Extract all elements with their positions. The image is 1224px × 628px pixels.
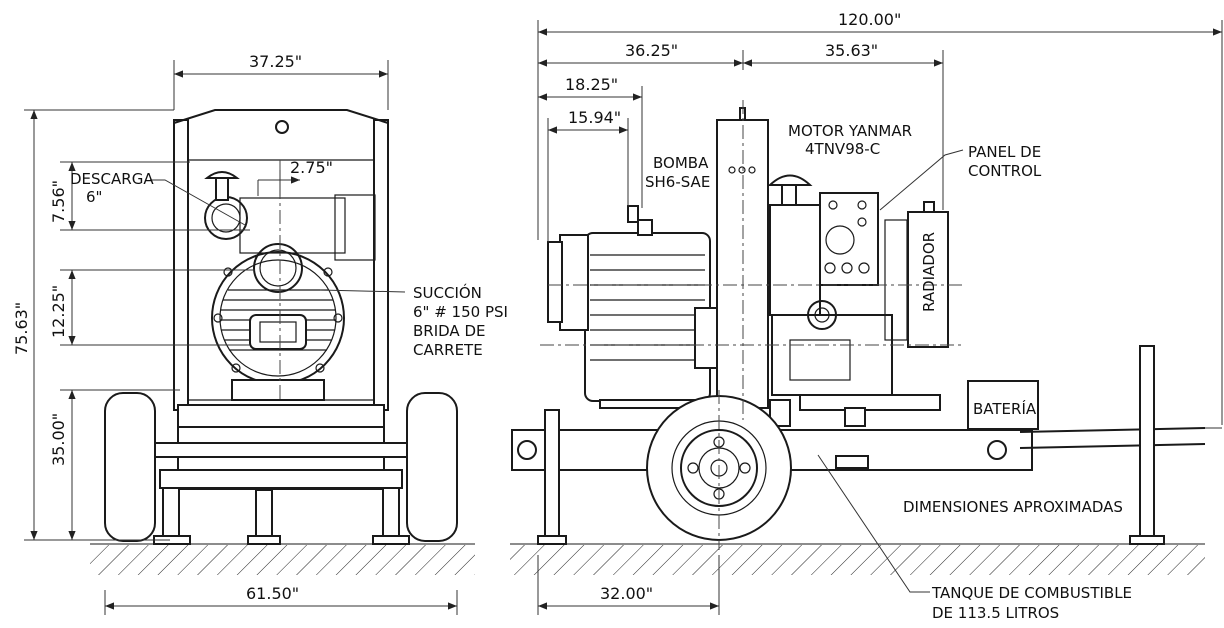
label-control: CONTROL: [968, 162, 1042, 180]
label-radiador: RADIADOR: [920, 232, 938, 312]
dim-front-base-width: 61.50": [246, 584, 299, 603]
dimension-values: 37.25" 2.75" 75.63" 7.56" 12.25" 35.00" …: [12, 10, 901, 603]
label-succion-spec: 6" # 150 PSI: [413, 303, 508, 321]
dim-front-top-width: 37.25": [249, 52, 302, 71]
side-view: [511, 100, 1222, 550]
annotation-labels: DESCARGA 6" SUCCIÓN 6" # 150 PSI BRIDA D…: [70, 122, 1132, 622]
label-carrete: CARRETE: [413, 341, 483, 359]
label-tanque-capacity: DE 113.5 LITROS: [932, 604, 1059, 622]
front-dimensions: [24, 60, 458, 615]
label-descarga: DESCARGA: [70, 170, 154, 188]
dim-front-axle-height: 35.00": [49, 413, 68, 466]
ground-left: [90, 543, 475, 575]
dim-side-pump-body: 15.94": [568, 108, 621, 127]
label-bomba-model: SH6-SAE: [645, 173, 710, 191]
front-view: [104, 109, 458, 545]
label-motor: MOTOR YANMAR: [788, 122, 912, 140]
dim-front-offset: 2.75": [290, 158, 333, 177]
label-bomba: BOMBA: [653, 154, 709, 172]
dim-front-discharge-height: 7.56": [49, 180, 68, 223]
label-succion: SUCCIÓN: [413, 283, 482, 302]
ground-right: [510, 543, 1205, 575]
dim-side-pump-flange: 18.25": [565, 75, 618, 94]
label-motor-model: 4TNV98-C: [805, 140, 880, 158]
label-descarga-size: 6": [86, 188, 102, 206]
dim-side-right-section: 35.63": [825, 41, 878, 60]
dim-side-total-length: 120.00": [838, 10, 901, 29]
label-panel: PANEL DE: [968, 143, 1041, 161]
side-dimensions: [537, 20, 1223, 615]
label-bateria: BATERÍA: [973, 399, 1037, 418]
dim-side-left-section: 36.25": [625, 41, 678, 60]
label-brida: BRIDA DE: [413, 322, 485, 340]
dim-side-axle-position: 32.00": [600, 584, 653, 603]
label-dimensiones: DIMENSIONES APROXIMADAS: [903, 498, 1123, 516]
dim-front-suction-height: 12.25": [49, 285, 68, 338]
dim-front-total-height: 75.63": [12, 302, 31, 355]
label-tanque: TANQUE DE COMBUSTIBLE: [931, 584, 1132, 602]
